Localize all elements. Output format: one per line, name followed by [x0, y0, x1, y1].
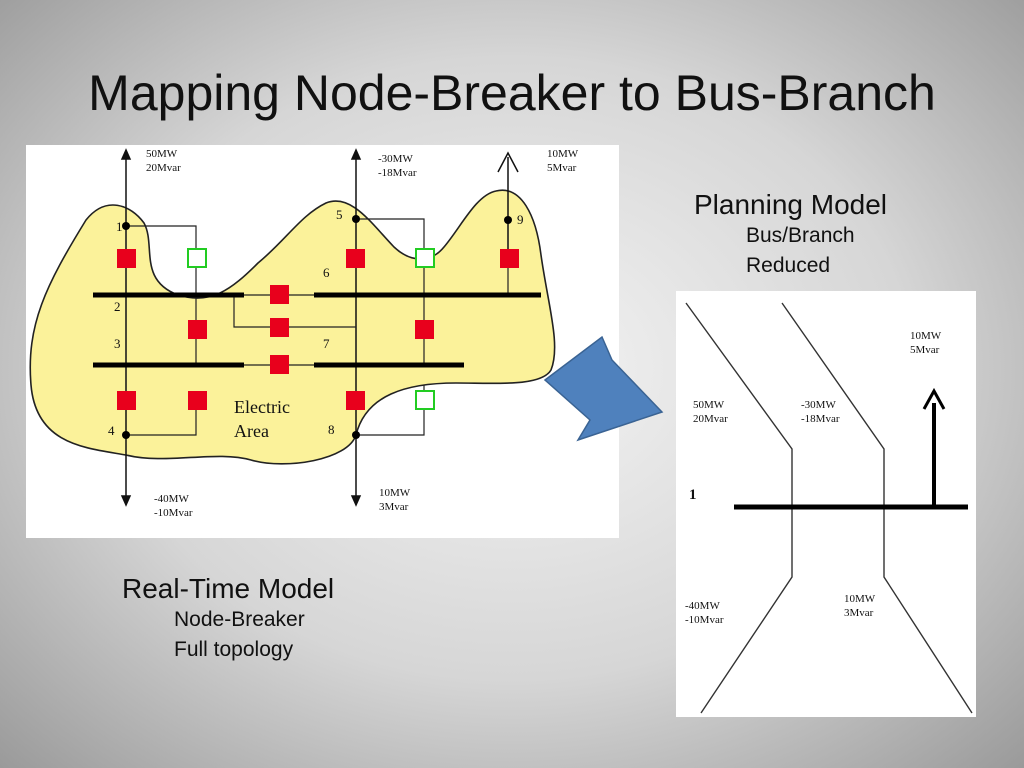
- planning-title: Planning Model: [694, 189, 888, 220]
- bus-branch-diagram: 1 50MW 20Mvar -30MW -18Mvar 10MW 5Mvar -…: [676, 291, 976, 717]
- flow-mvar: -10Mvar: [154, 507, 193, 519]
- closed-breaker: [346, 249, 365, 268]
- flow-mvar: -18Mvar: [801, 413, 840, 425]
- closed-breaker: [346, 391, 365, 410]
- node-label-6: 6: [323, 265, 330, 280]
- node-label-5: 5: [336, 207, 343, 222]
- realtime-line1: Node-Breaker: [174, 608, 305, 631]
- flow-mw: 50MW: [146, 148, 178, 160]
- flow-mvar: -10Mvar: [685, 614, 724, 626]
- flow-mvar: 20Mvar: [146, 162, 181, 174]
- flow-mw: 50MW: [693, 399, 725, 411]
- flow-mw: 10MW: [910, 330, 942, 342]
- bus-label: 1: [689, 487, 697, 503]
- flow-mw: 10MW: [379, 487, 411, 499]
- node-breaker-svg: 1 2 3 4 5 6 7 8 9 Electric Area 50MW 20M…: [29, 148, 579, 519]
- open-breaker: [415, 390, 435, 410]
- planning-caption: Planning Model Bus/Branch Reduced: [694, 189, 887, 281]
- closed-breaker: [117, 391, 136, 410]
- closed-breaker: [415, 320, 434, 339]
- flow-mw: -30MW: [378, 153, 413, 165]
- planning-line1: Bus/Branch: [746, 224, 855, 247]
- mapping-arrow-icon: [543, 335, 664, 442]
- flow-mw: -30MW: [801, 399, 836, 411]
- flow-mvar: 20Mvar: [693, 413, 728, 425]
- node-label-7: 7: [323, 336, 330, 351]
- flow-mw: -40MW: [685, 600, 720, 612]
- node-label-1: 1: [116, 219, 123, 234]
- open-breaker: [415, 248, 435, 268]
- node-label-8: 8: [328, 422, 335, 437]
- closed-breaker: [270, 285, 289, 304]
- flow-mw: -40MW: [154, 493, 189, 505]
- closed-breaker: [188, 391, 207, 410]
- flow-mvar: 5Mvar: [910, 344, 940, 356]
- node-label-3: 3: [114, 336, 121, 351]
- flow-mw: 10MW: [844, 593, 876, 605]
- realtime-line2: Full topology: [174, 638, 294, 661]
- flow-mw: 10MW: [547, 148, 579, 160]
- closed-breaker: [188, 320, 207, 339]
- node-label-2: 2: [114, 299, 121, 314]
- flow-mvar: 3Mvar: [379, 501, 409, 513]
- closed-breaker: [117, 249, 136, 268]
- node-label-4: 4: [108, 423, 115, 438]
- area-label-line2: Area: [234, 421, 269, 441]
- realtime-caption: Real-Time Model Node-Breaker Full topolo…: [122, 573, 334, 665]
- slide-title: Mapping Node-Breaker to Bus-Branch: [88, 65, 936, 121]
- flow-mvar: 3Mvar: [844, 607, 874, 619]
- flow-mvar: -18Mvar: [378, 167, 417, 179]
- bus-branch-svg: 1 50MW 20Mvar -30MW -18Mvar 10MW 5Mvar -…: [685, 302, 973, 714]
- flow-mvar: 5Mvar: [547, 162, 577, 174]
- closed-breaker: [270, 318, 289, 337]
- area-label-line1: Electric: [234, 397, 290, 417]
- open-breaker: [187, 248, 207, 268]
- node-label-9: 9: [517, 212, 524, 227]
- realtime-title: Real-Time Model: [122, 573, 335, 604]
- closed-breaker: [270, 355, 289, 374]
- load-arrow-icon: [922, 387, 946, 410]
- closed-breaker: [500, 249, 519, 268]
- planning-line2: Reduced: [746, 254, 831, 277]
- node-breaker-diagram: 1 2 3 4 5 6 7 8 9 Electric Area 50MW 20M…: [26, 145, 619, 538]
